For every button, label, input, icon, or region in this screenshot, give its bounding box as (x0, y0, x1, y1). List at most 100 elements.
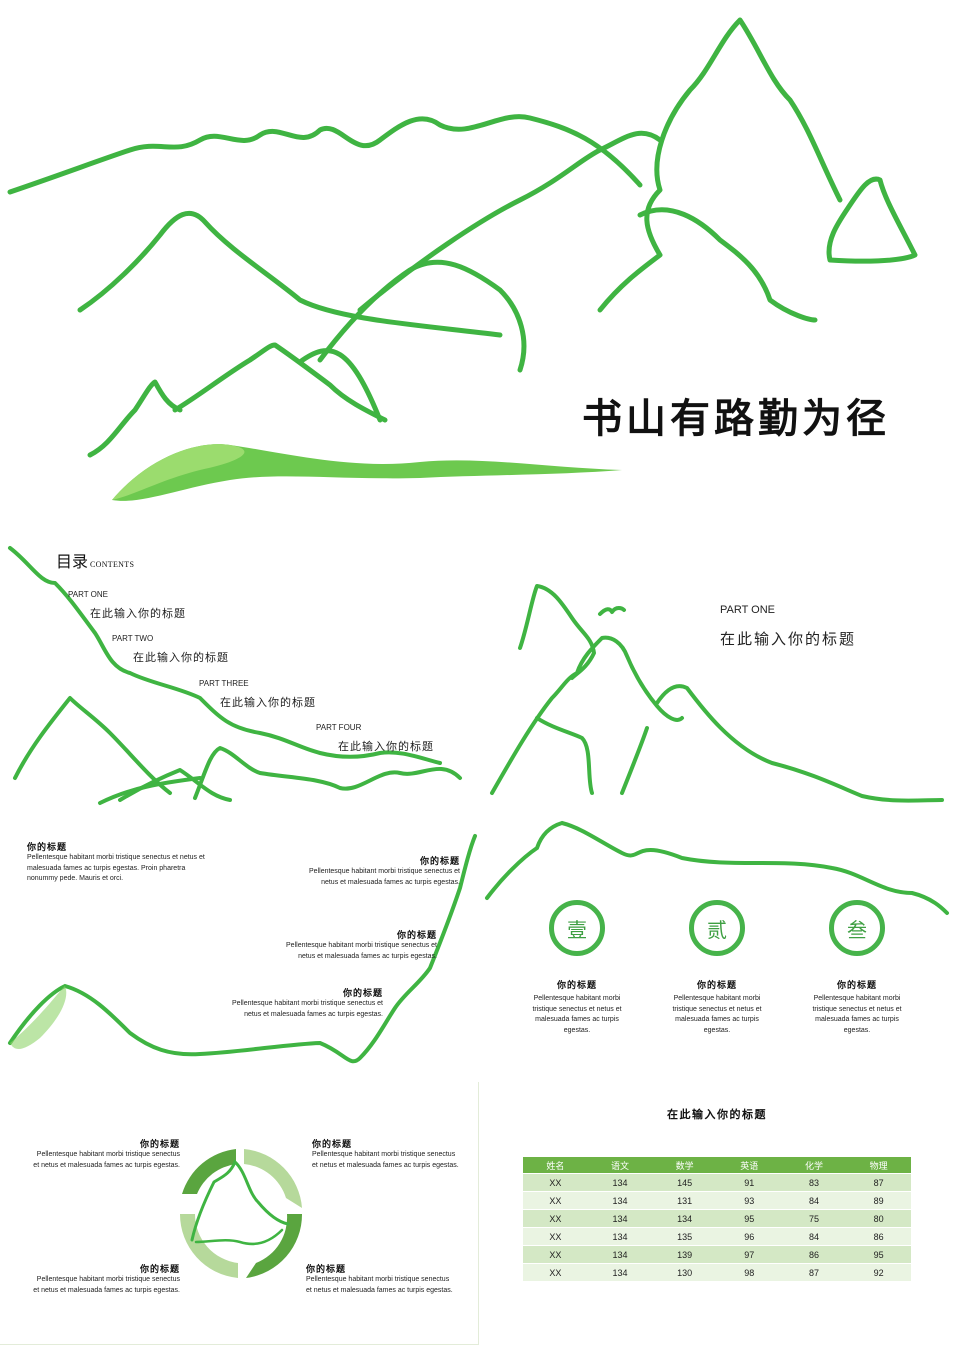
column-title: 你的标题 (556, 980, 597, 990)
table-cell: 139 (652, 1245, 717, 1264)
column-title: 你的标题 (836, 980, 877, 990)
text-block-3: 你的标题 Pellentesque habitant morbi tristiq… (282, 928, 437, 962)
table-cell: XX (523, 1245, 588, 1264)
toc-part-title-3[interactable]: 在此输入你的标题 (220, 697, 316, 709)
table-cell: XX (523, 1191, 588, 1210)
table-header-cell: 语文 (587, 1157, 653, 1174)
table-header-cell: 姓名 (523, 1157, 588, 1174)
table-title: 在此输入你的标题 (667, 1109, 767, 1121)
section-slide: PART ONE 在此输入你的标题 (482, 538, 960, 810)
text-block-title: 你的标题 (396, 930, 437, 940)
cycle-block-4: 你的标题 Pellentesque habitant morbi tristiq… (306, 1262, 456, 1296)
toc-mountain-art (8, 546, 462, 805)
toc-part-title-2[interactable]: 在此输入你的标题 (133, 652, 229, 664)
text-block-2: 你的标题 Pellentesque habitant morbi tristiq… (300, 854, 460, 888)
numeral-circle-1: 壹 (549, 900, 605, 956)
cycle-block-1: 你的标题 Pellentesque habitant morbi tristiq… (30, 1137, 180, 1171)
table-cell: 134 (587, 1191, 653, 1210)
cycle-block-3: 你的标题 Pellentesque habitant morbi tristiq… (30, 1262, 180, 1296)
table-cell: XX (523, 1263, 588, 1281)
toc-part-title-1[interactable]: 在此输入你的标题 (90, 608, 186, 620)
column-body: Pellentesque habitant morbi tristique se… (532, 995, 622, 1034)
table-cell: 86 (781, 1245, 847, 1264)
table-cell: XX (523, 1173, 588, 1192)
table-cell: 134 (587, 1263, 653, 1281)
table-cell: 134 (587, 1227, 653, 1246)
mountain-line-art (7, 17, 918, 501)
table-cell: 87 (781, 1263, 847, 1281)
table-header-cell: 数学 (652, 1157, 717, 1174)
text-block-title: 你的标题 (27, 842, 68, 852)
three-column-slide: 壹 贰 叁 你的标题 Pellentesque habitant morbi t… (482, 818, 960, 1076)
toc-heading-text: 目录 (56, 554, 89, 571)
table-cell: 134 (587, 1245, 653, 1264)
cycle-block-body: Pellentesque habitant morbi tristique se… (33, 1276, 180, 1294)
table-cell: 134 (587, 1173, 653, 1192)
text-block-body: Pellentesque habitant morbi tristique se… (27, 854, 205, 882)
cycle-block-2: 你的标题 Pellentesque habitant morbi tristiq… (312, 1137, 462, 1171)
cycle-block-title: 你的标题 (139, 1264, 180, 1274)
table-header-cell: 化学 (781, 1157, 847, 1174)
toc-part-title-4[interactable]: 在此输入你的标题 (338, 741, 434, 753)
column-block-1: 你的标题 Pellentesque habitant morbi tristiq… (532, 978, 622, 1036)
table-cell: 134 (652, 1209, 717, 1228)
ridge-line-art (8, 834, 477, 1064)
table-cell: 93 (716, 1191, 782, 1210)
table-cell: 131 (652, 1191, 717, 1210)
cycle-block-body: Pellentesque habitant morbi tristique se… (33, 1151, 180, 1169)
text-block-title: 你的标题 (419, 856, 460, 866)
text-block-4: 你的标题 Pellentesque habitant morbi tristiq… (228, 986, 383, 1020)
text-block-title: 你的标题 (342, 988, 383, 998)
table-cell: XX (523, 1227, 588, 1246)
table-header-cell: 物理 (846, 1157, 911, 1174)
table-cell: 80 (846, 1209, 911, 1228)
three-column-mountain-art (485, 820, 949, 915)
column-body: Pellentesque habitant morbi tristique se… (672, 995, 762, 1034)
ridge-text-slide: 你的标题 Pellentesque habitant morbi tristiq… (0, 818, 478, 1076)
table-cell: 84 (781, 1191, 847, 1210)
table-cell: 95 (846, 1245, 911, 1264)
cycle-slide: 你的标题 Pellentesque habitant morbi tristiq… (0, 1082, 479, 1345)
table-cell: XX (523, 1209, 588, 1228)
table-cell: 92 (846, 1263, 911, 1281)
section-part-label: PART ONE (720, 604, 776, 616)
cycle-block-body: Pellentesque habitant morbi tristique se… (312, 1151, 459, 1169)
table-cell: 96 (716, 1227, 782, 1246)
section-part-title: 在此输入你的标题 (720, 631, 857, 648)
table-cell: 86 (846, 1227, 911, 1246)
cycle-block-title: 你的标题 (312, 1139, 353, 1149)
cycle-diagram (179, 1149, 303, 1278)
toc-part-label-4: PART FOUR (316, 723, 362, 732)
table-cell: 95 (716, 1209, 782, 1228)
toc-part-label-1: PART ONE (68, 590, 109, 599)
toc-heading-sub: CONTENTS (90, 560, 135, 569)
cover-slide: 书山有路勤为径 (0, 0, 960, 530)
table-cell: 97 (716, 1245, 782, 1264)
table-cell: 83 (781, 1173, 847, 1192)
column-body: Pellentesque habitant morbi tristique se… (812, 995, 902, 1034)
numeral-text: 壹 (567, 919, 587, 942)
column-block-3: 你的标题 Pellentesque habitant morbi tristiq… (812, 978, 902, 1036)
table-cell: 135 (652, 1227, 717, 1246)
column-block-2: 你的标题 Pellentesque habitant morbi tristiq… (672, 978, 762, 1036)
cycle-block-title: 你的标题 (306, 1264, 347, 1274)
table-cell: 91 (716, 1173, 782, 1192)
cycle-block-title: 你的标题 (139, 1139, 180, 1149)
table-header-row: 姓名 语文 数学 英语 化学 物理 (523, 1157, 911, 1174)
text-block-body: Pellentesque habitant morbi tristique se… (232, 1000, 383, 1018)
cycle-block-body: Pellentesque habitant morbi tristique se… (306, 1276, 453, 1294)
table-cell: 134 (587, 1209, 653, 1228)
numeral-circle-3: 叁 (829, 900, 885, 956)
numeral-text: 贰 (707, 919, 727, 942)
table-cell: 145 (652, 1173, 717, 1192)
numeral-circle-2: 贰 (689, 900, 745, 956)
